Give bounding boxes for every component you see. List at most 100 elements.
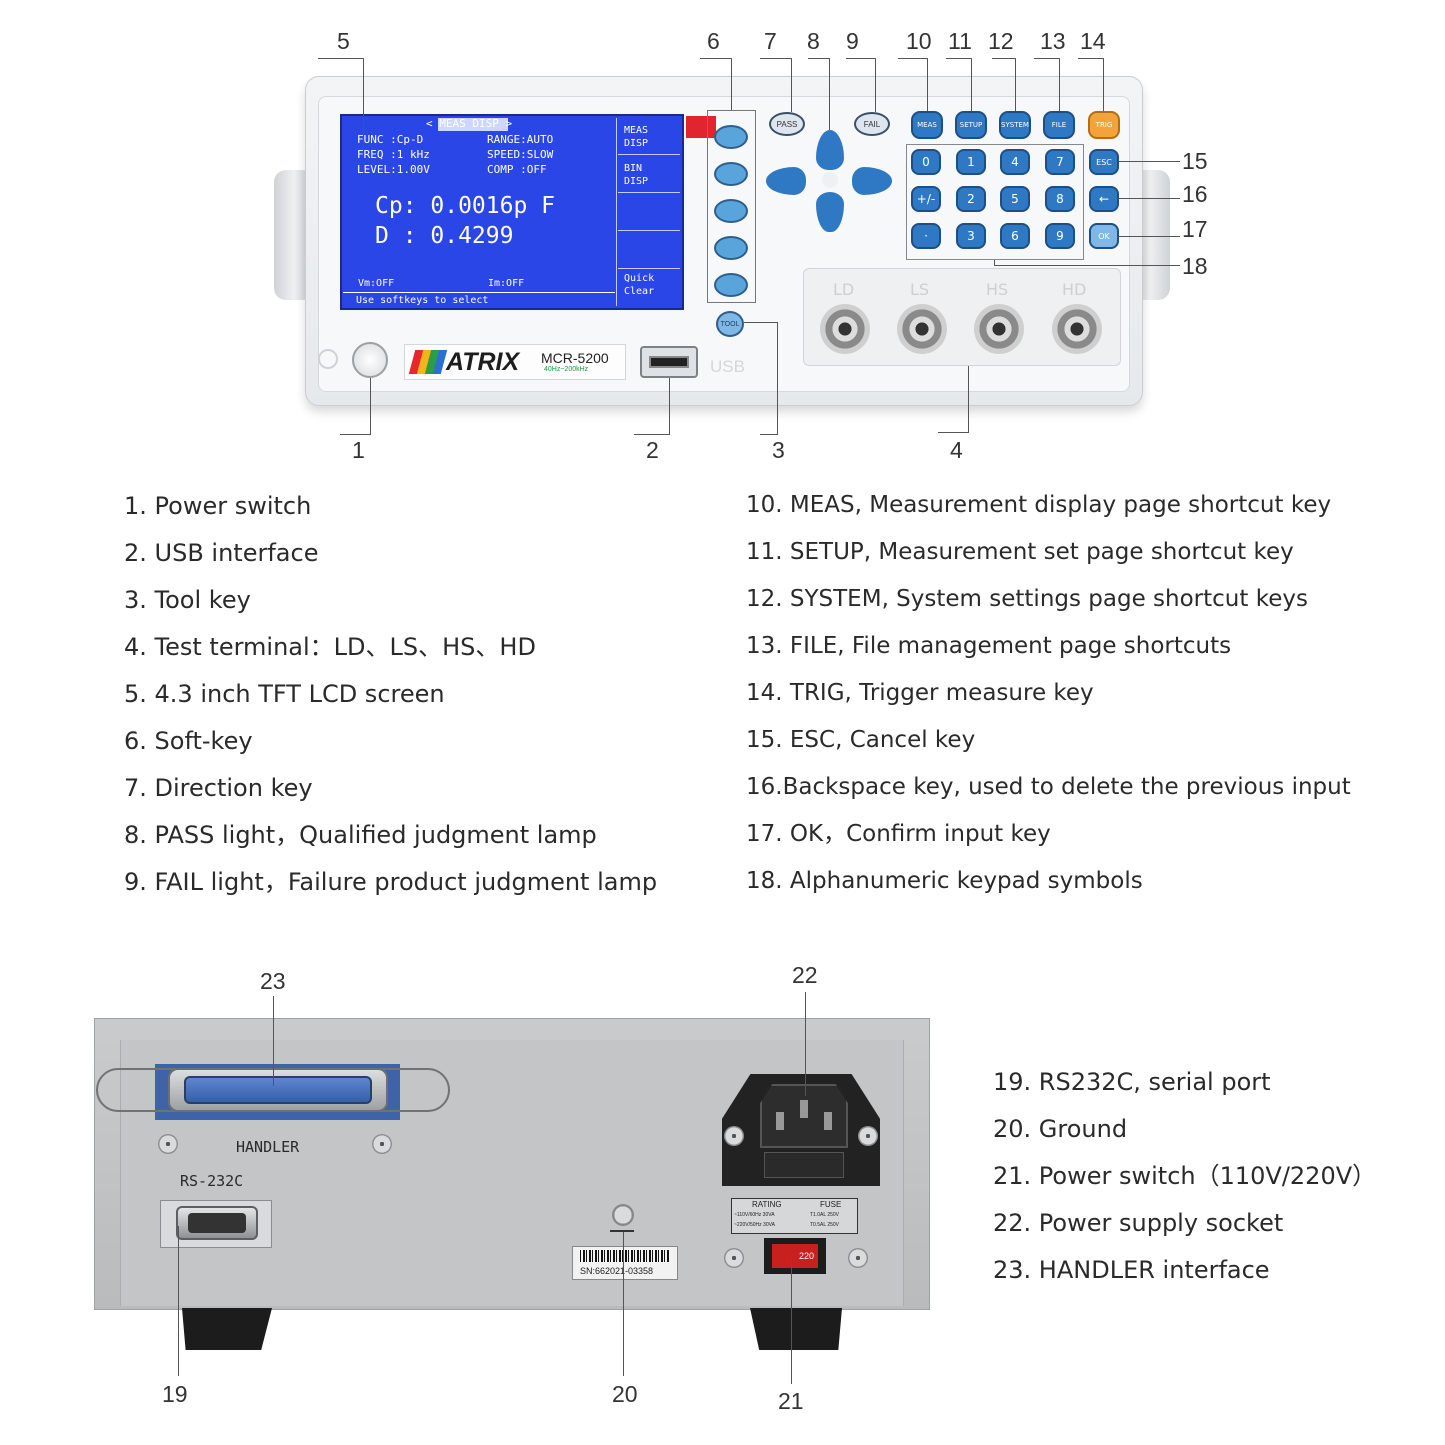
legend-item-3: 3. Tool key xyxy=(124,586,251,614)
legend-item-12: 12. SYSTEM, System settings page shortcu… xyxy=(746,586,1308,612)
callout-20: 20 xyxy=(612,1381,638,1407)
ground-icon xyxy=(610,1230,634,1232)
leader-10-v xyxy=(927,58,928,111)
callout-13: 13 xyxy=(1040,28,1066,54)
leader-4-h xyxy=(938,432,969,433)
ok-key[interactable]: OK xyxy=(1089,223,1119,249)
direction-down-key[interactable] xyxy=(816,192,844,232)
key-9[interactable]: 9 xyxy=(1045,223,1075,249)
handler-label: HANDLER xyxy=(236,1138,300,1156)
leader-13-v xyxy=(1059,58,1060,111)
terminal-hs[interactable] xyxy=(974,304,1024,354)
leader-7-v xyxy=(791,58,792,112)
leader-12-v xyxy=(1015,58,1016,111)
lcd-softkey-5: Quick Clear xyxy=(624,273,655,297)
socket-pin xyxy=(800,1100,808,1118)
lcd-softkey-2: BIN DISP xyxy=(624,163,649,187)
ground-screw[interactable] xyxy=(612,1204,634,1226)
leader-8 xyxy=(808,58,830,59)
callout-19: 19 xyxy=(162,1381,188,1407)
key-4[interactable]: 4 xyxy=(1000,149,1030,175)
softkey-2[interactable] xyxy=(714,162,748,186)
key-dot[interactable]: · xyxy=(911,223,941,249)
legend-item-11: 11. SETUP, Measurement set page shortcut… xyxy=(746,539,1294,565)
key-6[interactable]: 6 xyxy=(1000,223,1030,249)
serial-number: SN:662021-03358 xyxy=(580,1266,654,1276)
lcd-param-speed: SPEED:SLOW xyxy=(487,148,554,161)
leader-10 xyxy=(898,58,928,59)
trig-key-label: TRIG xyxy=(1095,121,1113,129)
direction-up-key[interactable] xyxy=(816,130,844,170)
leader-9-v xyxy=(875,58,876,112)
meas-key[interactable]: MEAS xyxy=(911,111,943,139)
system-key[interactable]: SYSTEM xyxy=(999,111,1031,139)
key-8[interactable]: 8 xyxy=(1045,186,1075,212)
terminal-ld[interactable] xyxy=(820,304,870,354)
callout-11: 11 xyxy=(948,28,972,54)
lcd-screen xyxy=(340,114,684,310)
rating-row-2: ~220V/50Hz 30VA xyxy=(734,1222,775,1228)
screw-icon xyxy=(158,1134,178,1154)
callout-6: 6 xyxy=(707,28,720,54)
file-key[interactable]: FILE xyxy=(1043,111,1075,139)
power-icon xyxy=(318,349,338,369)
key-7[interactable]: 7 xyxy=(1045,149,1075,175)
lcd-softkey-sep-2 xyxy=(618,192,680,193)
leader-14 xyxy=(1078,58,1104,59)
tool-key[interactable]: TOOL xyxy=(716,311,744,337)
leader-18 xyxy=(994,265,1180,266)
leader-6-v xyxy=(731,58,732,110)
setup-key[interactable]: SETUP xyxy=(955,111,987,139)
callout-9: 9 xyxy=(846,28,859,54)
key-plus-minus[interactable]: +/- xyxy=(911,186,941,212)
back-foot-left xyxy=(182,1308,272,1350)
power-button[interactable] xyxy=(352,342,388,378)
callout-17: 17 xyxy=(1182,216,1208,242)
key-1[interactable]: 1 xyxy=(956,149,986,175)
direction-left-key[interactable] xyxy=(766,167,806,195)
voltage-switch[interactable]: 220 xyxy=(772,1244,818,1268)
callout-2: 2 xyxy=(646,437,659,463)
fuse-drawer[interactable] xyxy=(764,1152,844,1178)
terminal-hd[interactable] xyxy=(1052,304,1102,354)
usb-slot xyxy=(649,356,689,368)
softkey-4[interactable] xyxy=(714,236,748,260)
softkey-3[interactable] xyxy=(714,199,748,223)
backspace-key[interactable]: ← xyxy=(1089,186,1119,212)
key-2[interactable]: 2 xyxy=(956,186,986,212)
softkey-1[interactable] xyxy=(714,125,748,149)
key-0[interactable]: 0 xyxy=(911,149,941,175)
model-name: MCR-5200 xyxy=(541,350,609,366)
lcd-param-func: FUNC :Cp-D xyxy=(357,133,424,146)
key-3[interactable]: 3 xyxy=(956,223,986,249)
trig-key[interactable]: TRIG xyxy=(1088,111,1120,139)
lcd-hint-bar xyxy=(343,292,615,293)
rs232-pins xyxy=(188,1213,246,1233)
screw-icon xyxy=(848,1248,868,1268)
legend-item-1: 1. Power switch xyxy=(124,492,312,520)
callout-15: 15 xyxy=(1182,148,1208,174)
leader-1-h xyxy=(340,434,371,435)
terminal-label-ld: LD xyxy=(833,280,855,299)
rating-row-1: ~110V/60Hz 30VA xyxy=(734,1212,775,1218)
leader-18-v xyxy=(994,260,995,266)
terminal-ls[interactable] xyxy=(897,304,947,354)
leader-20 xyxy=(623,1232,624,1376)
key-5[interactable]: 5 xyxy=(1000,186,1030,212)
leader-3 xyxy=(777,322,778,434)
leader-14-v xyxy=(1103,58,1104,111)
keypad-frame xyxy=(906,144,1084,260)
leader-8-v xyxy=(829,58,830,130)
callout-14: 14 xyxy=(1080,28,1106,54)
legend-item-9: 9. FAIL light，Failure product judgment l… xyxy=(124,868,658,896)
fail-lamp-label: FAIL xyxy=(863,119,881,129)
screw-icon xyxy=(724,1248,744,1268)
legend-item-8: 8. PASS light，Qualified judgment lamp xyxy=(124,821,597,849)
callout-8: 8 xyxy=(807,28,820,54)
screw-icon xyxy=(858,1126,878,1146)
fail-lamp: FAIL xyxy=(854,112,890,136)
softkey-5[interactable] xyxy=(714,273,748,297)
leader-3-h xyxy=(744,322,778,323)
esc-key[interactable]: ESC xyxy=(1089,149,1119,175)
leader-1 xyxy=(370,378,371,434)
